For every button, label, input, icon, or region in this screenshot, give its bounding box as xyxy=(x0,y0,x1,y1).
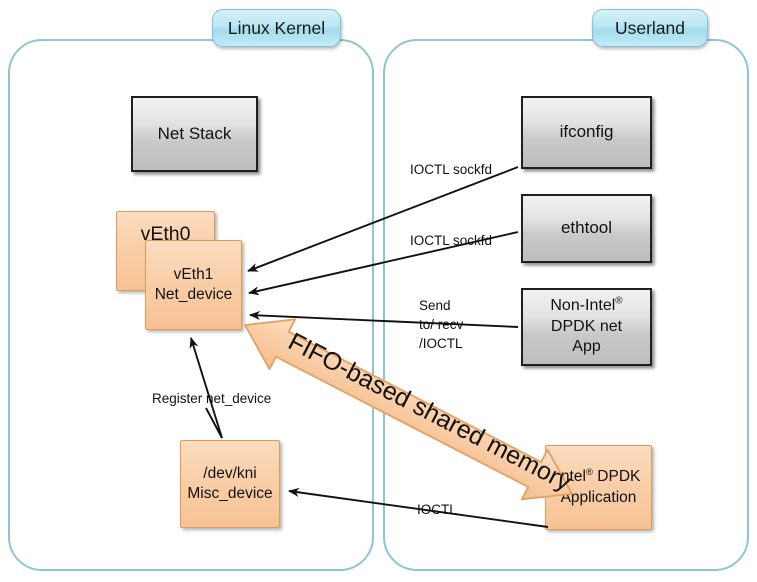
box-veth1-line-1: Net_device xyxy=(154,286,233,303)
box-veth1-line-0: vEth1 xyxy=(173,265,214,283)
label-send-recv-ioctl: Send to/ recv /IOCTL xyxy=(419,298,464,352)
region-title-linux-kernel-label: Linux Kernel xyxy=(227,17,326,38)
label-ioctl-sockfd-ifconfig: IOCTL sockfd xyxy=(410,162,493,177)
box-net-stack[interactable]: Net Stack xyxy=(131,96,258,172)
label-register-net-device: Register net_device xyxy=(152,391,272,406)
box-veth1-net-device[interactable]: vEth1 Net_device xyxy=(145,240,242,330)
box-ifconfig-line-0: ifconfig xyxy=(559,122,614,142)
box-dev-kni-line-1: Misc_device xyxy=(187,485,273,502)
box-non-intel-dpdk-line-1: DPDK net xyxy=(550,317,623,335)
box-intel-dpdk-line-1: Application xyxy=(560,488,637,506)
region-linux-kernel xyxy=(8,39,374,571)
box-non-intel-dpdk-line-2: App xyxy=(572,338,601,356)
box-non-intel-dpdk-net-app[interactable]: Non-Intel® DPDK net App xyxy=(521,288,652,366)
region-userland xyxy=(383,39,749,571)
box-non-intel-dpdk-line-0: Non-Intel® xyxy=(550,295,623,314)
region-title-userland-label: Userland xyxy=(614,17,686,38)
box-dev-kni-line-0: /dev/kni xyxy=(203,464,257,482)
region-title-linux-kernel: Linux Kernel xyxy=(212,9,341,47)
box-ifconfig[interactable]: ifconfig xyxy=(521,96,652,169)
label-ioctl-misc-device: IOCTL xyxy=(417,502,457,517)
box-net-stack-line-0: Net Stack xyxy=(157,123,232,143)
box-ethtool-line-0: ethtool xyxy=(560,218,613,238)
box-dev-kni-misc-device[interactable]: /dev/kni Misc_device xyxy=(180,440,280,528)
box-veth0-line-0: vEth0 xyxy=(140,223,191,245)
box-ethtool[interactable]: ethtool xyxy=(521,194,652,263)
region-title-userland: Userland xyxy=(592,9,708,47)
label-ioctl-sockfd-ethtool: IOCTL sockfd xyxy=(410,233,493,248)
